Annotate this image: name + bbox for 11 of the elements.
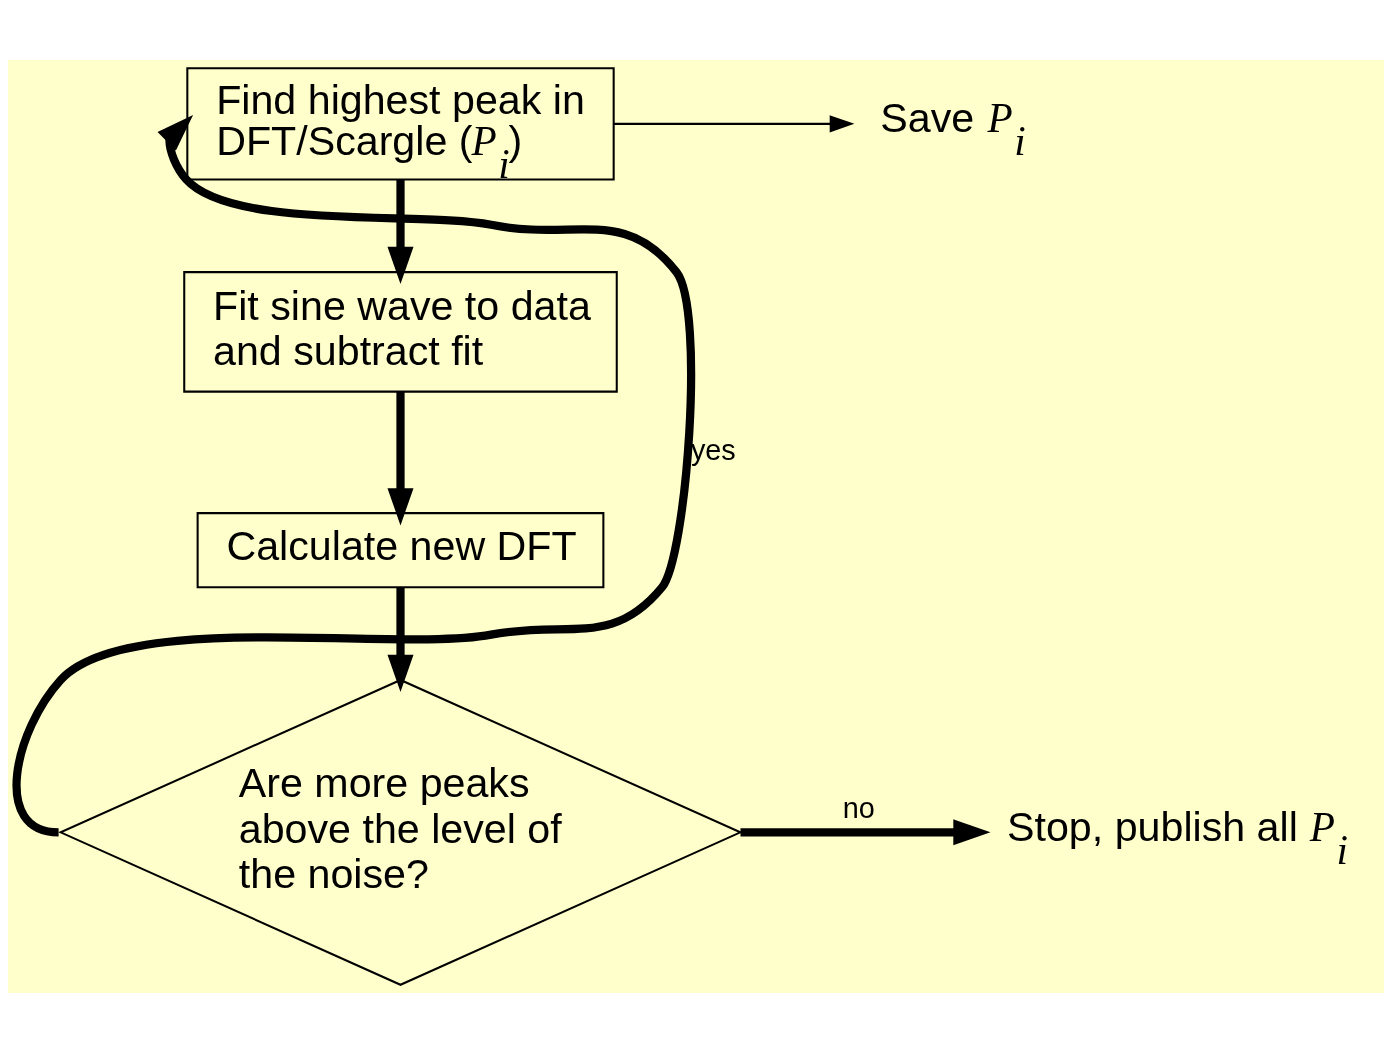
node-diamond: Are more peaks above the level of the noise?: [58, 678, 743, 986]
arrow: [740, 818, 991, 845]
arrow: [387, 391, 414, 525]
arrow: [613, 114, 855, 132]
edge-label: yes: [690, 433, 736, 466]
arrow: [387, 586, 414, 692]
node-box: Calculate new DFT: [196, 511, 605, 588]
arrow: [387, 179, 414, 284]
edge-label: no: [842, 791, 875, 824]
node-box: Fit sine wave to data and subtract fit: [183, 270, 618, 393]
arrow: [12, 114, 696, 836]
